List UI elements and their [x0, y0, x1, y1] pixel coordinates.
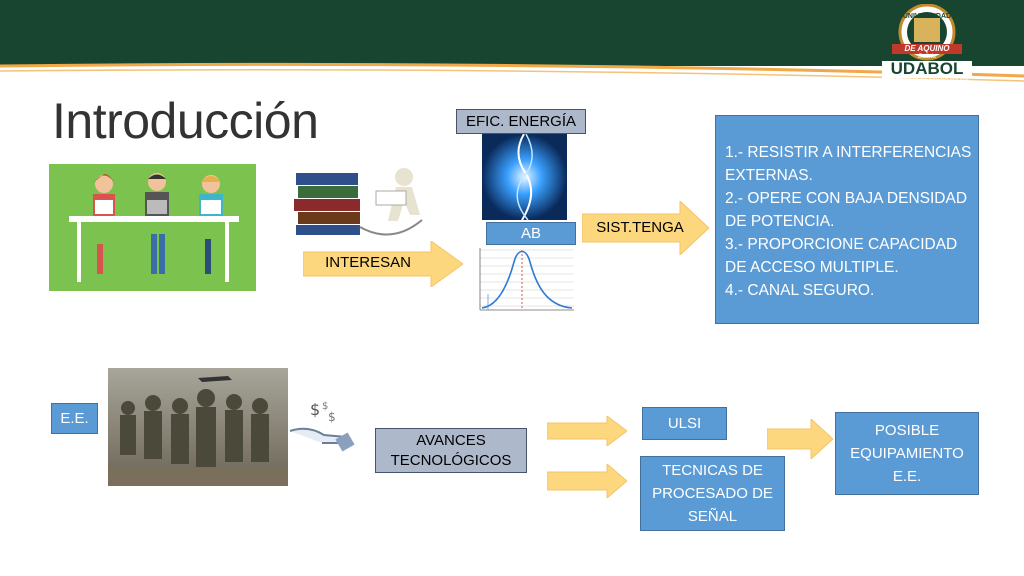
logo-country: Bolivia	[918, 54, 936, 60]
requirement-line: 4.- CANAL SEGURO.	[725, 282, 875, 299]
requirement-line: DE POTENCIA.	[725, 213, 835, 230]
tecnicas-box: TECNICAS DE PROCESADO DE SEÑAL	[640, 456, 785, 531]
efic-energia-label: EFIC. ENERGÍA	[456, 109, 586, 134]
logo-ribbon-text: DE AQUINO	[904, 44, 950, 53]
posible-equipamiento-box: POSIBLE EQUIPAMIENTO E.E.	[835, 412, 979, 495]
energy-image	[482, 134, 567, 220]
header-stripe	[0, 62, 1024, 84]
interesan-arrow: INTERESAN	[302, 240, 464, 288]
svg-text:$: $	[328, 410, 336, 424]
ee-label: E.E.	[51, 403, 98, 434]
bell-curve-plot	[466, 244, 578, 318]
avances-tecnologicos-box: AVANCES TECNOLÓGICOS	[375, 428, 527, 473]
requirement-line: 1.- RESISTIR A INTERFERENCIAS	[725, 144, 972, 161]
students-image	[49, 164, 256, 291]
sist-tenga-label: SIST.TENGA	[596, 219, 684, 236]
requirement-line: EXTERNAS.	[725, 167, 813, 184]
udabol-logo: UNIVERSIDAD DE AQUINO Bolivia UDABOL UNI…	[862, 3, 992, 86]
arrow-to-ulsi	[547, 416, 627, 446]
sist-tenga-arrow: SIST.TENGA	[581, 199, 710, 257]
arrow-to-posible	[767, 419, 833, 459]
books-figure-image	[292, 165, 438, 241]
soldiers-image	[108, 368, 288, 486]
requirements-box: 1.- RESISTIR A INTERFERENCIAS EXTERNAS. …	[715, 115, 979, 324]
arrow-to-tecnicas	[547, 464, 627, 498]
svg-text:$: $	[322, 401, 328, 412]
requirement-line: 2.- OPERE CON BAJA DENSIDAD	[725, 190, 968, 207]
interesan-label: INTERESAN	[325, 254, 411, 271]
logo-top-text: UNIVERSIDAD	[902, 13, 952, 20]
logo-brand: UDABOL	[890, 59, 964, 78]
requirement-line: 3.- PROPORCIONE CAPACIDAD	[725, 236, 958, 253]
logo-subtitle: UNIVERSIDAD DE AQUINO BOLIVIA	[884, 78, 970, 84]
header-bar	[0, 0, 1024, 66]
requirement-line: DE ACCESO MULTIPLE.	[725, 259, 899, 276]
money-hand-icon: $ $ $	[288, 397, 356, 455]
page-title: Introducción	[52, 93, 319, 149]
svg-text:$: $	[310, 400, 320, 419]
ab-label: AB	[486, 222, 576, 245]
ulsi-box: ULSI	[642, 407, 727, 440]
